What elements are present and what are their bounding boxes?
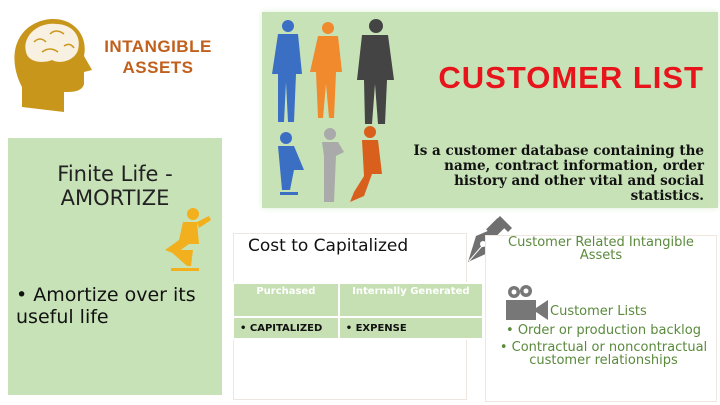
brand-line-2: ASSETS bbox=[122, 58, 194, 77]
customer-list-description: Is a customer database containing the na… bbox=[413, 143, 704, 204]
list-item: • Contractual or noncontractual customer… bbox=[499, 340, 708, 368]
finite-life-panel: Finite Life - AMORTIZE • Amortize over i… bbox=[8, 138, 222, 395]
customer-lists-subtitle: Customer Lists bbox=[550, 304, 647, 319]
finite-life-line-1: Finite Life - bbox=[57, 162, 173, 186]
customer-list-panel: CUSTOMER LIST Is a customer database con… bbox=[262, 12, 718, 208]
video-camera-icon bbox=[506, 285, 548, 320]
table-row: • CAPITALIZED • EXPENSE bbox=[232, 316, 485, 340]
finite-life-heading: Finite Life - AMORTIZE bbox=[8, 162, 222, 210]
cost-title: Cost to Capitalized bbox=[248, 236, 409, 256]
cost-to-capitalize-box: Cost to Capitalized Purchased Internally… bbox=[232, 233, 485, 400]
table-header-row: Purchased Internally Generated bbox=[232, 282, 485, 318]
cell-expense: • EXPENSE bbox=[337, 316, 485, 340]
person-in-chair-icon bbox=[165, 208, 211, 271]
header-internally-generated: Internally Generated bbox=[337, 282, 485, 318]
finite-life-line-2: AMORTIZE bbox=[60, 186, 170, 210]
customer-intangibles-box: Customer Related Intangible Assets Custo… bbox=[485, 235, 717, 402]
brain-head-icon bbox=[14, 19, 92, 112]
criteria-list: • Order or production backlog • Contract… bbox=[496, 324, 711, 371]
customer-intangibles-title: Customer Related Intangible Assets bbox=[508, 235, 694, 263]
section-title: INTANGIBLE ASSETS bbox=[88, 36, 228, 78]
cell-capitalized: • CAPITALIZED bbox=[232, 316, 340, 340]
cost-table: Purchased Internally Generated • CAPITAL… bbox=[232, 282, 485, 340]
amortize-bullet: • Amortize over its useful life bbox=[16, 284, 196, 328]
customer-list-title: CUSTOMER LIST bbox=[438, 60, 704, 95]
list-item: • Order or production backlog bbox=[506, 323, 701, 338]
brand-line-1: INTANGIBLE bbox=[104, 37, 212, 56]
header-purchased: Purchased bbox=[232, 282, 340, 318]
business-people-icon bbox=[272, 19, 394, 202]
